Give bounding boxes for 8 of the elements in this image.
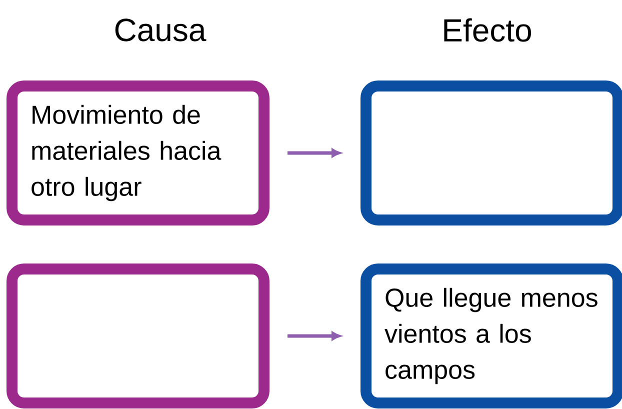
empty-box <box>360 80 622 226</box>
arrow <box>288 332 341 340</box>
text-box: Que llegue menos vientos a los campos <box>360 264 622 408</box>
empty-box <box>6 264 270 408</box>
text-box: Movimiento de materiales hacia otro lugar <box>6 80 270 226</box>
column-heading: Causa <box>115 18 206 42</box>
column-heading: Efecto <box>444 18 532 42</box>
arrow <box>288 148 341 158</box>
